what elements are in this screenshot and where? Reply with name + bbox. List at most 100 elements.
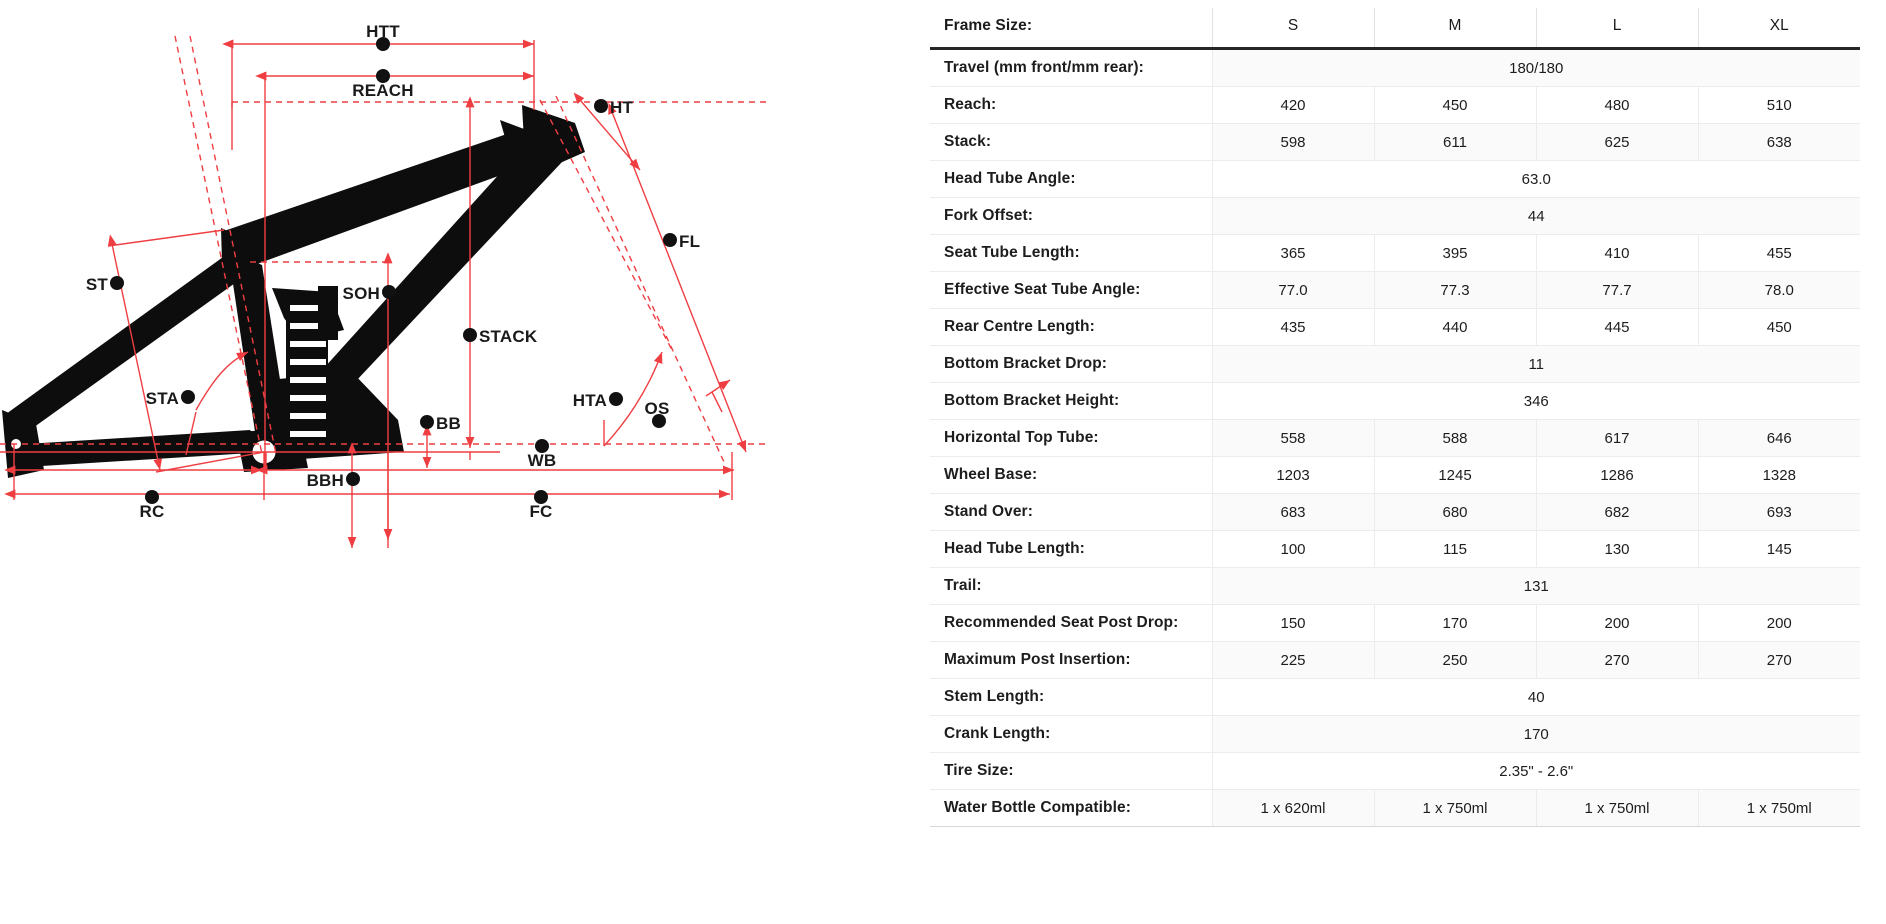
row-value-l: 445 bbox=[1536, 308, 1699, 346]
row-value-l: 200 bbox=[1536, 604, 1699, 642]
row-value-xl: 1328 bbox=[1698, 456, 1860, 494]
row-value-m: 680 bbox=[1374, 493, 1537, 531]
row-label: Effective Seat Tube Angle: bbox=[930, 271, 1213, 309]
dimension-labels: HTT REACH HT FL ST SOH STACK STA HTA O bbox=[86, 22, 700, 521]
table-row: Fork Offset:44 bbox=[930, 197, 1860, 235]
bbh-dot bbox=[346, 472, 360, 486]
row-value-xl: 78.0 bbox=[1698, 271, 1860, 309]
row-label: Recommended Seat Post Drop: bbox=[930, 604, 1213, 642]
fc-dot bbox=[534, 490, 548, 504]
row-value-all-sizes: 40 bbox=[1212, 678, 1860, 716]
row-label: Stem Length: bbox=[930, 678, 1213, 716]
row-value-s: 365 bbox=[1212, 234, 1375, 272]
row-value-all-sizes: 131 bbox=[1212, 567, 1860, 605]
row-value-all-sizes: 2.35" - 2.6" bbox=[1212, 752, 1860, 790]
row-value-l: 682 bbox=[1536, 493, 1699, 531]
row-value-s: 225 bbox=[1212, 641, 1375, 679]
header-row: Frame Size: S M L XL bbox=[930, 8, 1860, 50]
row-value-m: 250 bbox=[1374, 641, 1537, 679]
label-rc: RC bbox=[140, 502, 165, 521]
row-value-m: 1245 bbox=[1374, 456, 1537, 494]
row-value-l: 130 bbox=[1536, 530, 1699, 568]
st-dot bbox=[110, 276, 124, 290]
row-value-s: 435 bbox=[1212, 308, 1375, 346]
row-value-m: 115 bbox=[1374, 530, 1537, 568]
fl-dot bbox=[663, 233, 677, 247]
row-label: Horizontal Top Tube: bbox=[930, 419, 1213, 457]
row-label: Maximum Post Insertion: bbox=[930, 641, 1213, 679]
row-value-s: 77.0 bbox=[1212, 271, 1375, 309]
label-bbh: BBH bbox=[307, 471, 344, 490]
geometry-table: Frame Size: S M L XL Travel (mm front/mm… bbox=[930, 8, 1860, 827]
row-value-all-sizes: 346 bbox=[1212, 382, 1860, 420]
wb-dot bbox=[535, 439, 549, 453]
label-ht: HT bbox=[610, 98, 633, 117]
row-label: Stand Over: bbox=[930, 493, 1213, 531]
row-value-xl: 450 bbox=[1698, 308, 1860, 346]
row-value-all-sizes: 170 bbox=[1212, 715, 1860, 753]
label-bb: BB bbox=[436, 414, 461, 433]
row-label: Travel (mm front/mm rear): bbox=[930, 48, 1213, 87]
row-value-l: 1286 bbox=[1536, 456, 1699, 494]
row-value-s: 420 bbox=[1212, 86, 1375, 124]
table-head: Frame Size: S M L XL bbox=[930, 8, 1860, 50]
row-label: Crank Length: bbox=[930, 715, 1213, 753]
row-value-xl: 646 bbox=[1698, 419, 1860, 457]
row-value-xl: 693 bbox=[1698, 493, 1860, 531]
row-label: Trail: bbox=[930, 567, 1213, 605]
row-value-xl: 638 bbox=[1698, 123, 1860, 161]
row-value-m: 450 bbox=[1374, 86, 1537, 124]
row-label: Reach: bbox=[930, 86, 1213, 124]
label-wb: WB bbox=[528, 451, 557, 470]
table-row: Travel (mm front/mm rear):180/180 bbox=[930, 48, 1860, 87]
row-value-m: 77.3 bbox=[1374, 271, 1537, 309]
label-sta: STA bbox=[146, 389, 179, 408]
row-value-all-sizes: 63.0 bbox=[1212, 160, 1860, 198]
row-label: Tire Size: bbox=[930, 752, 1213, 790]
row-value-l: 410 bbox=[1536, 234, 1699, 272]
table-row: Bottom Bracket Height:346 bbox=[930, 382, 1860, 420]
header-size-l: L bbox=[1536, 8, 1699, 50]
row-label: Head Tube Length: bbox=[930, 530, 1213, 568]
table-row: Stem Length:40 bbox=[930, 678, 1860, 716]
row-value-xl: 510 bbox=[1698, 86, 1860, 124]
ht-dot bbox=[594, 99, 608, 113]
rear-shock bbox=[286, 286, 338, 452]
label-os: OS bbox=[645, 399, 670, 418]
row-label: Seat Tube Length: bbox=[930, 234, 1213, 272]
geometry-svg: HTT REACH HT FL ST SOH STACK STA HTA O bbox=[0, 22, 770, 548]
row-value-s: 1203 bbox=[1212, 456, 1375, 494]
row-value-xl: 145 bbox=[1698, 530, 1860, 568]
hta-dot bbox=[609, 392, 623, 406]
row-label: Bottom Bracket Drop: bbox=[930, 345, 1213, 383]
row-value-xl: 270 bbox=[1698, 641, 1860, 679]
label-soh: SOH bbox=[343, 284, 380, 303]
label-st: ST bbox=[86, 275, 109, 294]
label-hta: HTA bbox=[573, 391, 607, 410]
soh-dot bbox=[382, 285, 396, 299]
measurement-lines bbox=[0, 35, 770, 548]
row-value-l: 270 bbox=[1536, 641, 1699, 679]
header-size-xl: XL bbox=[1698, 8, 1860, 50]
os-dot bbox=[652, 414, 666, 428]
row-value-l: 480 bbox=[1536, 86, 1699, 124]
header-size-s: S bbox=[1212, 8, 1375, 50]
row-value-s: 598 bbox=[1212, 123, 1375, 161]
label-reach: REACH bbox=[352, 81, 413, 100]
row-value-s: 100 bbox=[1212, 530, 1375, 568]
row-value-s: 683 bbox=[1212, 493, 1375, 531]
row-label: Rear Centre Length: bbox=[930, 308, 1213, 346]
row-value-all-sizes: 180/180 bbox=[1212, 48, 1860, 87]
row-value-m: 440 bbox=[1374, 308, 1537, 346]
row-value-s: 150 bbox=[1212, 604, 1375, 642]
